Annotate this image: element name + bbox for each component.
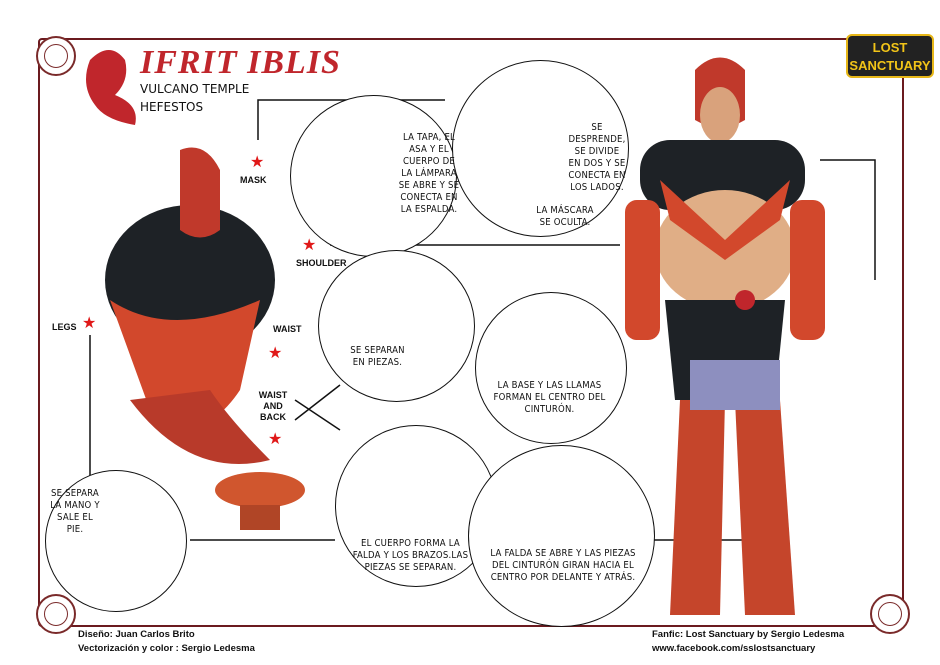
subtitle-god: HEFESTOS (140, 100, 204, 114)
ifrit-iblis-armor-figure (625, 57, 825, 615)
note-lamp: LA TAPA, EL ASA Y EL CUERPO DE LA LÁMPAR… (398, 132, 460, 215)
subtitle-temple: VULCANO TEMPLE (140, 82, 250, 96)
note-body: EL CUERPO FORMA LA FALDA Y LOS BRAZOS.LA… (352, 538, 469, 573)
star-icon: ★ (302, 237, 317, 254)
note-legs: SE SEPARA LA MANO Y SALE EL PIE. (50, 488, 100, 535)
label-legs: LEGS (52, 322, 77, 332)
credit-vector: Vectorización y color : Sergio Ledesma (78, 643, 255, 654)
note-belt: LA BASE Y LAS LLAMAS FORMAN EL CENTRO DE… (493, 380, 606, 415)
note-skirt: LA FALDA SE ABRE Y LAS PIEZAS DEL CINTUR… (490, 548, 636, 583)
star-icon: ★ (268, 431, 283, 448)
note-waist: SE SEPARAN EN PIEZAS. (350, 345, 405, 368)
genie-silhouette-icon (86, 50, 136, 125)
mask-helmet-circle (452, 60, 629, 237)
credit-design: Diseño: Juan Carlos Brito (78, 629, 195, 640)
star-icon: ★ (268, 345, 283, 362)
label-mask: MASK (240, 175, 267, 185)
label-waist-and-back: WAIST AND BACK (258, 390, 288, 422)
page-frame (38, 38, 904, 627)
star-icon: ★ (82, 315, 97, 332)
credit-url[interactable]: www.facebook.com/sslostsanctuary (652, 643, 816, 654)
belt-circle (475, 292, 627, 444)
waist-lamp-circle (318, 250, 475, 402)
legs-circle (45, 470, 187, 612)
page-title: IFRIT IBLIS (140, 44, 341, 81)
credit-fanfic: Fanfic: Lost Sanctuary by Sergio Ledesma (652, 629, 845, 640)
seal-icon (36, 36, 76, 76)
waist-back-circle (335, 425, 497, 587)
star-icon: ★ (250, 154, 265, 171)
label-shoulder: SHOULDER (296, 258, 347, 268)
seal-icon (36, 594, 76, 634)
note-helmet: SE DESPRENDE, SE DIVIDE EN DOS Y SE CONE… (568, 122, 626, 193)
genie-armor-figure (105, 147, 305, 530)
skirt-circle (468, 445, 655, 627)
note-mask: LA MÁSCARA SE OCULTA. (536, 205, 594, 228)
seal-icon (870, 594, 910, 634)
label-waist: WAIST (273, 324, 302, 334)
lost-sanctuary-logo: LOST SANCTUARY (846, 34, 934, 78)
